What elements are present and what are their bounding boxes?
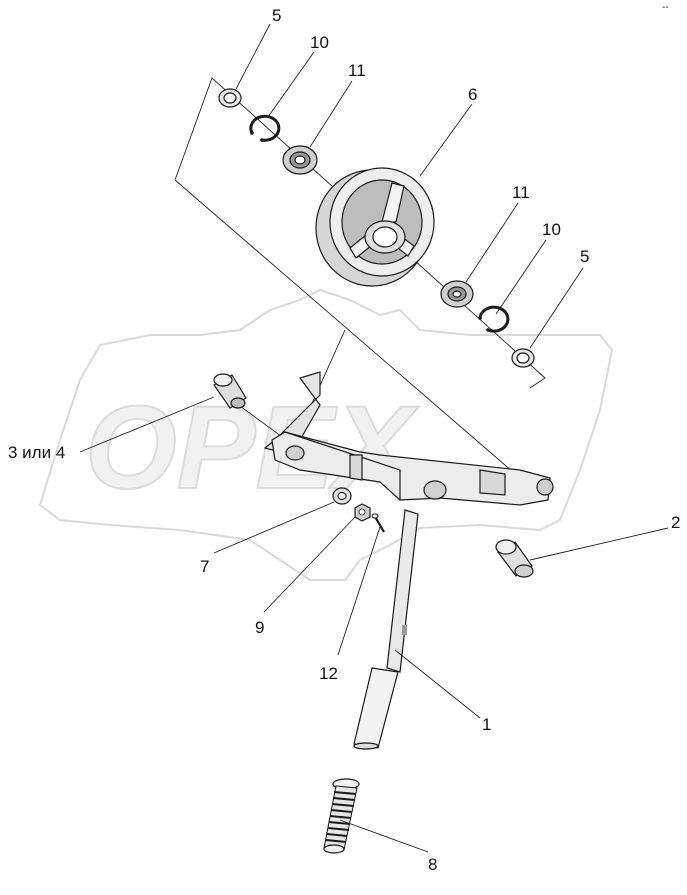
cotter-pin-12 [371,513,385,533]
bushing-5-mid [511,348,535,368]
callout-5-mid: 5 [580,247,589,266]
callout-10-mid: 10 [542,220,561,239]
leader-9 [263,516,356,613]
nut-9 [354,503,371,522]
leader-3or4 [79,396,215,453]
leader-5-mid [529,267,584,349]
corner-mark: -- [662,2,669,13]
callout-3-or-4: 3 или 4 [8,443,65,462]
leader-2 [529,527,669,561]
leader-lines [79,23,669,853]
axis-line-lower [174,179,521,479]
callout-11-mid: 11 [512,183,530,202]
callout-9: 9 [255,618,264,637]
leader-12 [337,526,381,656]
washer-7 [332,487,352,505]
lever-bracket [263,371,554,506]
leader-11-mid [465,202,519,283]
sleeve-2 [495,539,534,578]
leader-10-mid [495,239,547,315]
callout-labels: 5 10 11 6 11 10 5 3 или 4 2 7 9 12 1 8 [8,6,680,874]
leader-8 [339,819,429,853]
callout-2: 2 [671,513,680,532]
callout-1: 1 [482,715,491,734]
spring-8 [323,778,360,854]
watermark: OPEX [38,288,614,581]
leader-7 [213,501,335,554]
callout-8: 8 [428,855,437,874]
retaining-ring-10-mid [478,305,510,333]
callout-10-top: 10 [310,33,329,52]
watermark-text: OPEX [85,382,419,514]
pin-3-or-4 [213,373,247,409]
retaining-ring-10-top [249,114,281,142]
callout-6: 6 [468,85,477,104]
leader-1 [394,649,481,719]
watermark-gear-outline [38,288,614,581]
leader-5-top [235,23,271,90]
callout-7: 7 [200,557,209,576]
handle-rod-1 [353,509,419,750]
bearing-11-mid [440,280,474,308]
wheel-6 [315,167,435,287]
bearing-11-top [282,145,318,175]
leader-10-top [267,51,315,118]
callout-11-top: 11 [348,61,366,80]
bushing-5-top [218,88,242,108]
callout-12: 12 [319,664,338,683]
leader-6 [419,103,473,177]
callout-5-top: 5 [272,6,281,25]
leader-11-top [309,80,353,148]
